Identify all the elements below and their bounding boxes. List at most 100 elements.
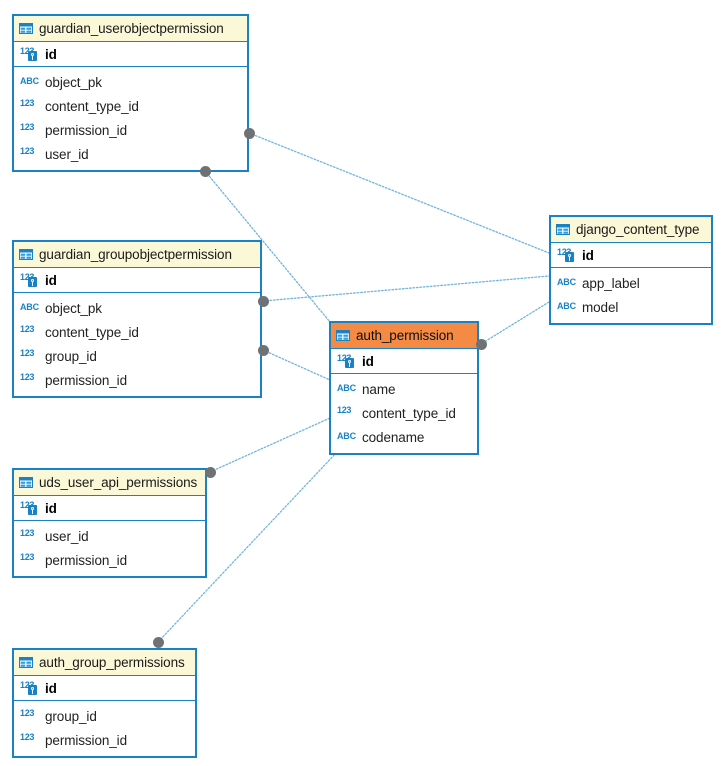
column-name-label: permission_id <box>45 122 127 138</box>
table-header-guardian_groupobjectpermission[interactable]: guardian_groupobjectpermission <box>14 242 260 268</box>
relationship-endpoint-ep-authgroup-top[interactable] <box>152 636 164 648</box>
column-name-label: id <box>45 500 57 516</box>
table-icon <box>19 23 33 34</box>
number-key-icon: 123 <box>337 353 356 369</box>
table-header-guardian_userobjectpermission[interactable]: guardian_userobjectpermission <box>14 16 247 42</box>
relationship-endpoint-ep-userobj-right[interactable] <box>243 127 255 139</box>
relationship-line[interactable] <box>480 301 550 345</box>
number-icon: 123 <box>20 372 35 382</box>
relationship-endpoint-ep-udsapi-topright[interactable] <box>204 466 216 478</box>
number-key-icon: 123 <box>20 46 39 62</box>
column-row-id[interactable]: 123id <box>551 243 711 267</box>
table-name-label: django_content_type <box>576 222 700 237</box>
column-name-label: content_type_id <box>362 405 456 421</box>
number-icon: 123 <box>20 528 35 538</box>
column-name-label: permission_id <box>45 372 127 388</box>
primary-key-section: 123 id <box>14 676 195 701</box>
column-name-label: permission_id <box>45 552 127 568</box>
abc-icon: ABC <box>557 301 576 311</box>
column-row-object_pk[interactable]: ABC object_pk <box>14 70 247 94</box>
table-header-uds_user_api_permissions[interactable]: uds_user_api_permissions <box>14 470 205 496</box>
column-row-group_id[interactable]: 123 group_id <box>14 344 260 368</box>
column-row-id[interactable]: 123id <box>14 42 247 66</box>
column-row-id[interactable]: 123id <box>14 496 205 520</box>
table-name-label: auth_permission <box>356 328 454 343</box>
column-row-content_type_id[interactable]: 123 content_type_id <box>14 320 260 344</box>
number-icon: 123 <box>20 324 35 334</box>
abc-icon: ABC <box>20 76 39 86</box>
table-name-label: guardian_groupobjectpermission <box>39 247 232 262</box>
table-name-label: uds_user_api_permissions <box>39 475 198 490</box>
column-row-group_id[interactable]: 123 group_id <box>14 704 195 728</box>
column-row-id[interactable]: 123 id <box>14 268 260 292</box>
column-name-label: object_pk <box>45 74 102 90</box>
relationship-line[interactable] <box>209 417 331 473</box>
number-icon: 123 <box>20 98 35 108</box>
table-node-guardian_groupobjectpermission[interactable]: guardian_groupobjectpermission123idABCob… <box>12 240 262 398</box>
relationship-line[interactable] <box>248 132 550 254</box>
column-name-label: id <box>45 272 57 288</box>
columns-section: ABC object_pk 123 content_type_id 123 group_i… <box>14 293 260 396</box>
number-icon: 123 <box>20 732 35 742</box>
table-header-django_content_type[interactable]: django_content_type <box>551 217 711 243</box>
primary-key-section: 123 id <box>14 268 260 293</box>
number-icon: 123 <box>20 348 35 358</box>
table-node-auth_group_permissions[interactable]: auth_group_permissions123id123group_id12… <box>12 648 197 758</box>
table-icon <box>19 657 33 668</box>
number-key-icon: 123 <box>557 247 576 263</box>
table-node-uds_user_api_permissions[interactable]: uds_user_api_permissions123id123user_id1… <box>12 468 207 578</box>
table-icon <box>19 477 33 488</box>
number-key-icon: 123 <box>20 272 39 288</box>
column-row-id[interactable]: 123 id <box>14 676 195 700</box>
column-name-label: name <box>362 381 396 397</box>
abc-icon: ABC <box>337 431 356 441</box>
relationship-endpoint-ep-userobj-bottom[interactable] <box>199 165 211 177</box>
table-node-guardian_userobjectpermission[interactable]: guardian_userobjectpermission 123idABC obj… <box>12 14 249 172</box>
table-header-auth_permission[interactable]: auth_permission <box>331 323 477 349</box>
table-name-label: guardian_userobjectpermission <box>39 21 224 36</box>
relationship-line[interactable] <box>262 349 331 381</box>
relationship-endpoint-ep-groupobj-right-lower[interactable] <box>257 344 269 356</box>
primary-key-section: 123 id <box>331 349 477 374</box>
primary-key-section: 123id <box>14 42 247 67</box>
column-name-label: object_pk <box>45 300 102 316</box>
column-name-label: id <box>45 680 57 696</box>
column-row-permission_id[interactable]: 123 permission_id <box>14 368 260 392</box>
number-icon: 123 <box>20 708 35 718</box>
relationship-line[interactable] <box>262 275 550 302</box>
abc-icon: ABC <box>20 302 39 312</box>
column-row-id[interactable]: 123 id <box>331 349 477 373</box>
column-name-label: group_id <box>45 708 97 724</box>
relationship-endpoint-ep-groupobj-right-upper[interactable] <box>257 295 269 307</box>
table-header-auth_group_permissions[interactable]: auth_group_permissions <box>14 650 195 676</box>
table-node-auth_permission[interactable]: auth_permission123idABCname123content_ty… <box>329 321 479 455</box>
column-name-label: group_id <box>45 348 97 364</box>
table-name-label: auth_group_permissions <box>39 655 185 670</box>
number-key-icon: 123 <box>20 680 39 696</box>
column-name-label: content_type_id <box>45 324 139 340</box>
table-node-django_content_type[interactable]: django_content_type 123idABCapp_labelABCm… <box>549 215 713 325</box>
column-row-object_pk[interactable]: ABC object_pk <box>14 296 260 320</box>
table-icon <box>556 224 570 235</box>
table-icon <box>336 330 350 341</box>
abc-icon: ABC <box>557 277 576 287</box>
column-name-label: id <box>362 353 374 369</box>
column-name-label: codename <box>362 429 425 445</box>
column-row-codename[interactable]: ABC codename <box>331 425 477 449</box>
relationship-endpoint-ep-permission-right[interactable] <box>475 338 487 350</box>
